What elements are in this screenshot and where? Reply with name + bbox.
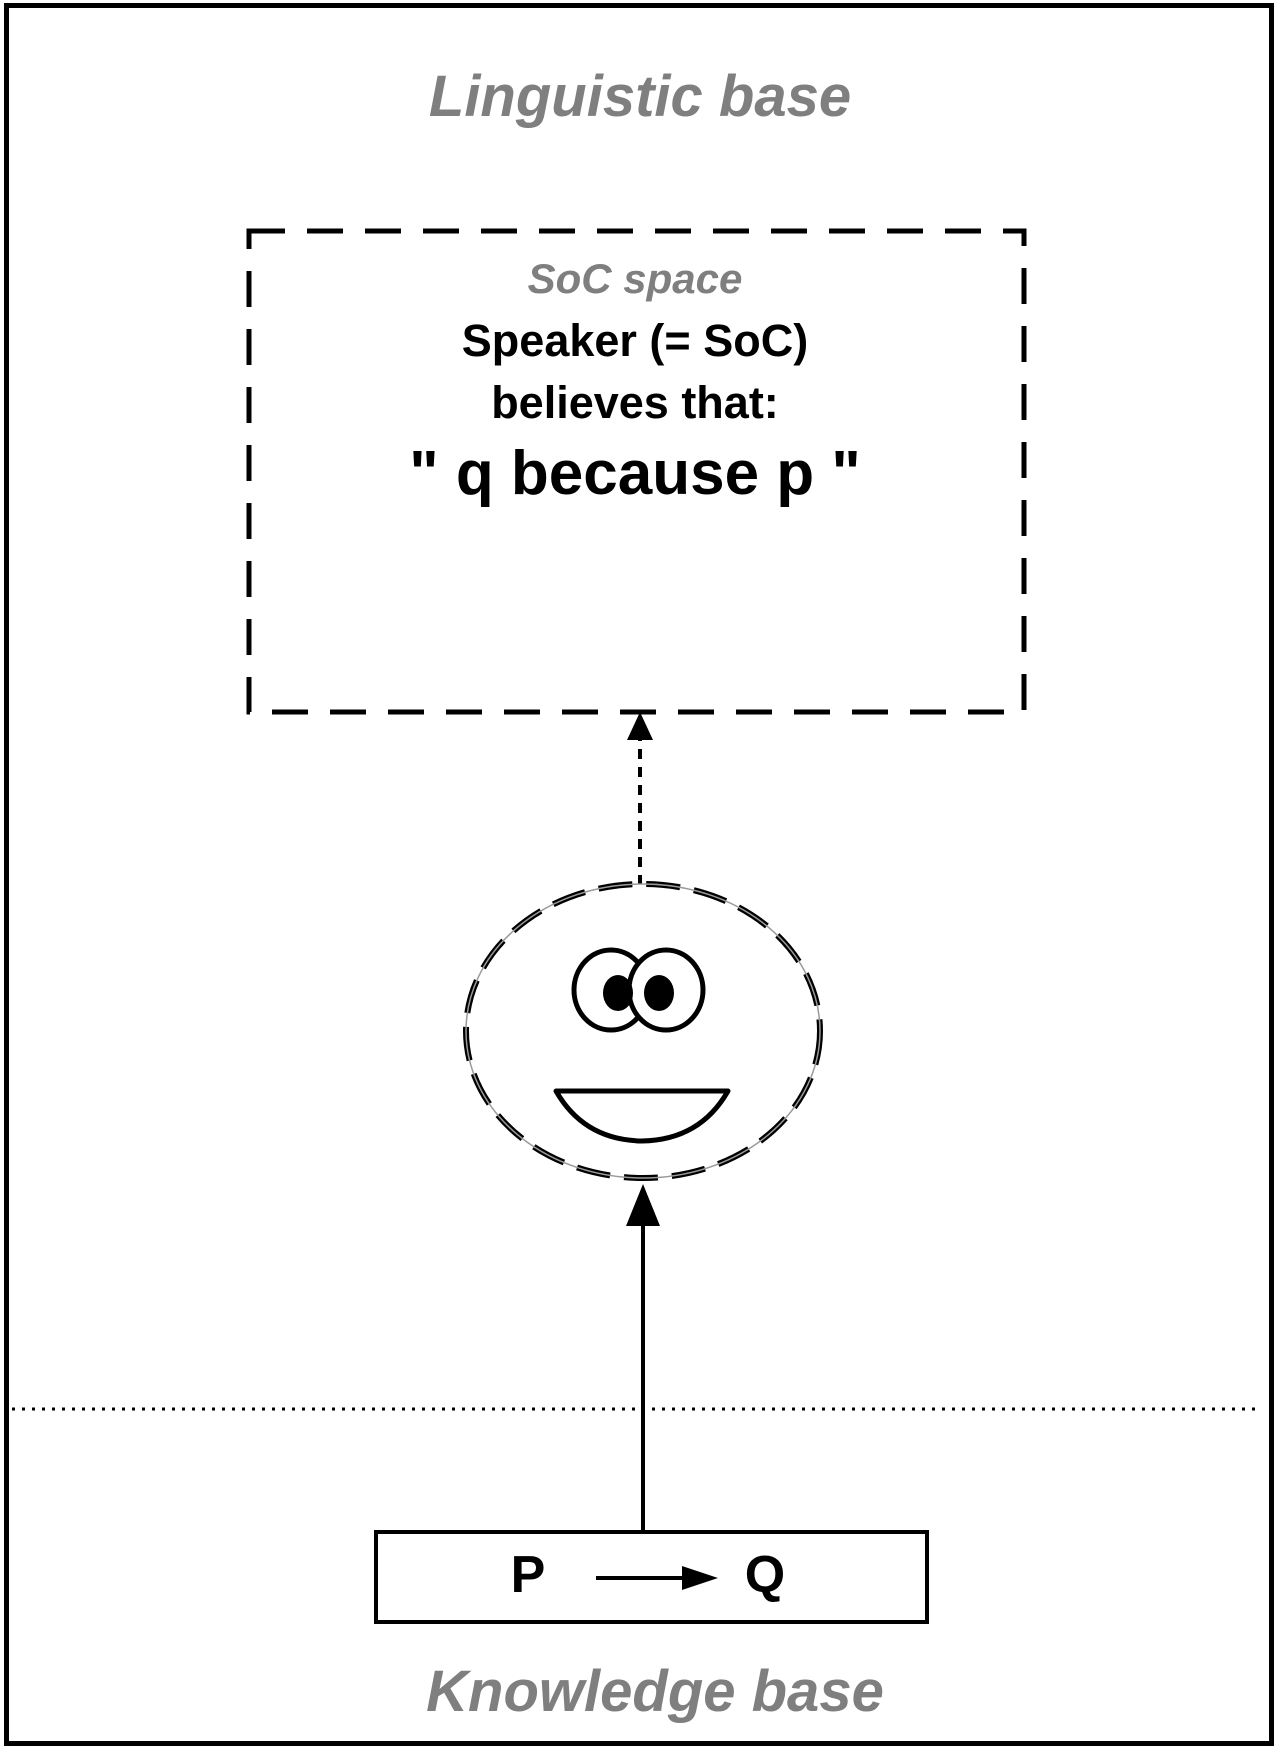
linguistic-base-label: Linguistic base	[428, 64, 852, 129]
proposition-label: " q because p "	[409, 439, 861, 508]
consequent-label: Q	[744, 1546, 786, 1604]
diagram-frame	[4, 3, 1274, 1746]
knowledge-base-label: Knowledge base	[426, 1659, 884, 1724]
antecedent-label: P	[510, 1546, 546, 1604]
speaker-face-icon	[463, 881, 823, 1181]
soc-space-title: SoC space	[527, 255, 743, 302]
soc-space-box	[246, 228, 1027, 715]
believes-label: believes that:	[491, 377, 779, 428]
knowledge-arrow	[626, 1184, 660, 1530]
speaker-label: Speaker (= SoC)	[461, 315, 809, 366]
implication-arrow	[596, 1566, 718, 1590]
knowledge-relation-box	[374, 1530, 929, 1624]
belief-arrow	[627, 712, 653, 885]
